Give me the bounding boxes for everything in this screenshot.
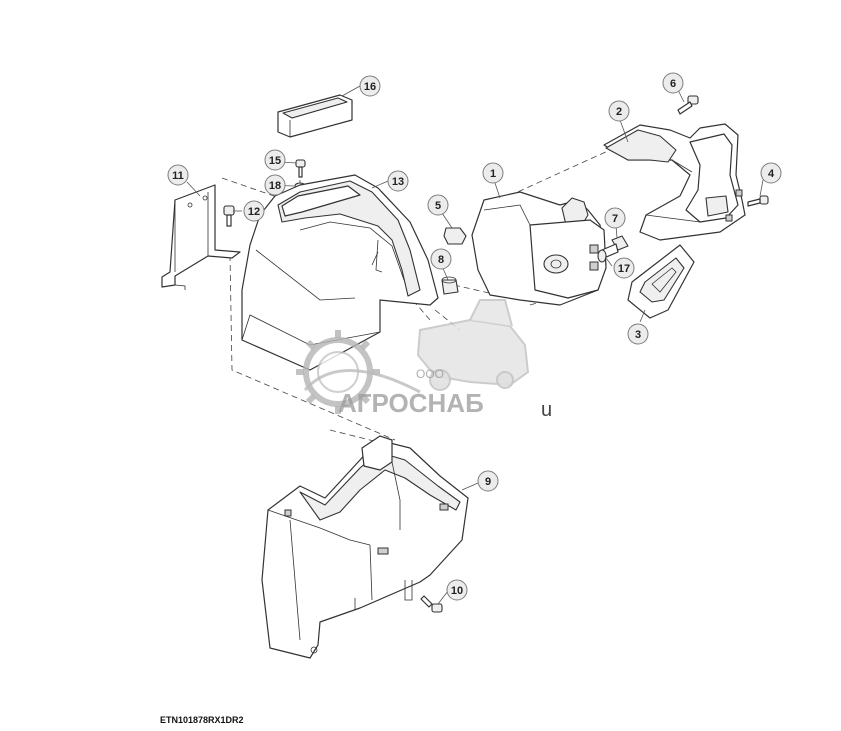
gear-logo-icon (296, 330, 421, 414)
switch-part-7 (601, 235, 629, 259)
callout-17: 17 (613, 257, 635, 279)
callout-13: 13 (387, 170, 409, 192)
callout-8: 8 (430, 248, 452, 270)
watermark-domain-suffix: u (541, 399, 552, 421)
svg-text:8: 8 (438, 254, 444, 266)
svg-text:9: 9 (485, 476, 491, 488)
callout-4: 4 (760, 162, 782, 184)
lower-housing-part-9 (261, 435, 469, 659)
svg-text:6: 6 (670, 78, 676, 90)
svg-text:16: 16 (364, 81, 376, 93)
callout-18: 18 (264, 174, 286, 196)
watermark-prefix: ООО (416, 367, 444, 381)
tray-part-16 (277, 94, 353, 138)
watermark-company-name: АГРОСНАБ (338, 388, 484, 418)
svg-text:4: 4 (768, 168, 775, 180)
bolt-part-12 (223, 205, 235, 227)
upper-shroud-part-2 (603, 123, 746, 241)
boot-part-3 (627, 244, 695, 319)
callout-7: 7 (604, 207, 626, 229)
svg-text:1: 1 (490, 168, 496, 180)
callout-12: 12 (243, 200, 265, 222)
callout-2: 2 (608, 100, 630, 122)
svg-text:13: 13 (392, 176, 404, 188)
svg-text:15: 15 (269, 155, 281, 167)
svg-text:18: 18 (269, 180, 281, 192)
callout-15: 15 (264, 149, 286, 171)
svg-text:3: 3 (635, 329, 641, 341)
svg-text:10: 10 (451, 585, 463, 597)
callout-10: 10 (446, 579, 468, 601)
svg-text:5: 5 (435, 200, 441, 212)
console-housing-part-13 (241, 174, 439, 371)
grommet-part-8 (441, 276, 459, 295)
bolt-part-6 (677, 95, 699, 115)
bolt-part-10 (420, 595, 443, 613)
column-cover-part-1 (471, 191, 607, 306)
callouts: 16 15 18 13 11 12 1 5 (167, 72, 782, 601)
svg-text:17: 17 (618, 263, 630, 275)
bolt-part-4 (747, 195, 769, 207)
bracket-part-11 (161, 184, 241, 290)
svg-text:11: 11 (172, 170, 184, 182)
svg-text:12: 12 (248, 206, 260, 218)
washer-part-17 (597, 249, 607, 263)
svg-text:7: 7 (612, 213, 618, 225)
callout-3: 3 (627, 323, 649, 345)
screw-part-15 (295, 159, 306, 178)
callout-11: 11 (167, 164, 189, 186)
reference-code: ETN101878RX1DR2 (160, 715, 244, 725)
clip-part-5 (443, 227, 467, 245)
watermark: ООО АГРОСНАБ u (296, 299, 552, 421)
callout-6: 6 (662, 72, 684, 94)
callout-16: 16 (359, 75, 381, 97)
svg-text:2: 2 (616, 106, 622, 118)
callout-5: 5 (427, 194, 449, 216)
callout-1: 1 (482, 162, 504, 184)
callout-9: 9 (477, 470, 499, 492)
harvester-logo-icon (416, 299, 530, 391)
